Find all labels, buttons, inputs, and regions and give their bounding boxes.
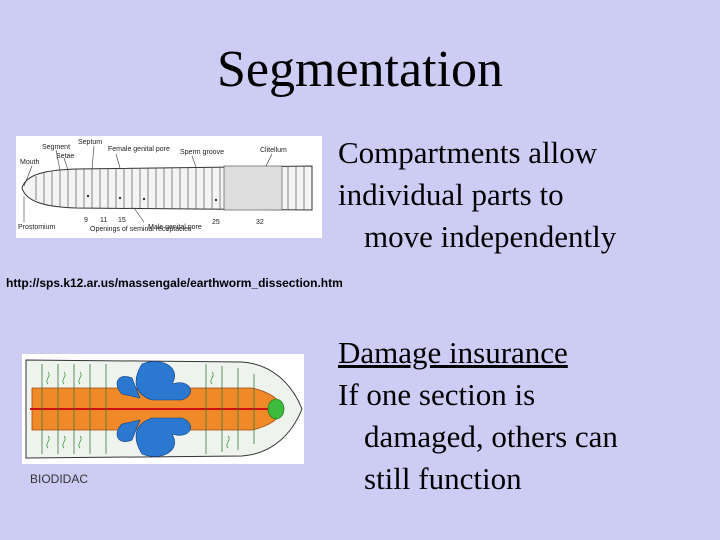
label-segment-25: 25 — [212, 219, 220, 226]
label-segment-11: 11 — [100, 217, 107, 224]
label-male-genital-pore: Male genital pore — [148, 224, 202, 231]
earthworm-external-svg: Segment Setae Septum Mouth Female genita… — [18, 139, 313, 233]
point-2-line-2: damaged, others can — [364, 419, 618, 454]
label-setae: Setae — [56, 153, 74, 160]
label-female-genital-pore: Female genital pore — [108, 146, 170, 153]
point-1-line-3: move independently — [364, 219, 617, 254]
label-seminal-receptacles: Openings of seminal receptacles — [90, 226, 192, 233]
point-2: Damage insurance If one section is damag… — [338, 332, 618, 500]
earthworm-internal-svg — [25, 359, 303, 459]
image-credit: BIODIDAC — [30, 472, 89, 486]
slide-title: Segmentation — [217, 41, 503, 98]
point-1-line-1: Compartments allow — [338, 135, 598, 170]
point-1-line-2: individual parts to — [338, 177, 564, 212]
label-segment: Segment — [42, 144, 70, 151]
label-segment-9: 9 — [84, 217, 88, 224]
label-sperm-groove: Sperm groove — [180, 149, 224, 156]
source-url: http://sps.k12.ar.us/massengale/earthwor… — [6, 276, 343, 290]
point-2-line-3: still function — [364, 461, 522, 496]
label-mouth: Mouth — [20, 159, 40, 166]
point-1: Compartments allow individual parts to m… — [338, 132, 616, 258]
label-prostomium: Prostomium — [18, 224, 56, 231]
label-septum: Septum — [78, 139, 102, 146]
label-segment-15: 15 — [118, 217, 126, 224]
earthworm-internal-diagram — [22, 354, 304, 464]
label-clitellum: Clitellum — [260, 147, 287, 154]
point-2-line-1: If one section is — [338, 377, 536, 412]
earthworm-external-diagram: Segment Setae Septum Mouth Female genita… — [16, 136, 322, 238]
label-segment-32: 32 — [256, 219, 264, 226]
point-2-heading: Damage insurance — [338, 335, 568, 370]
